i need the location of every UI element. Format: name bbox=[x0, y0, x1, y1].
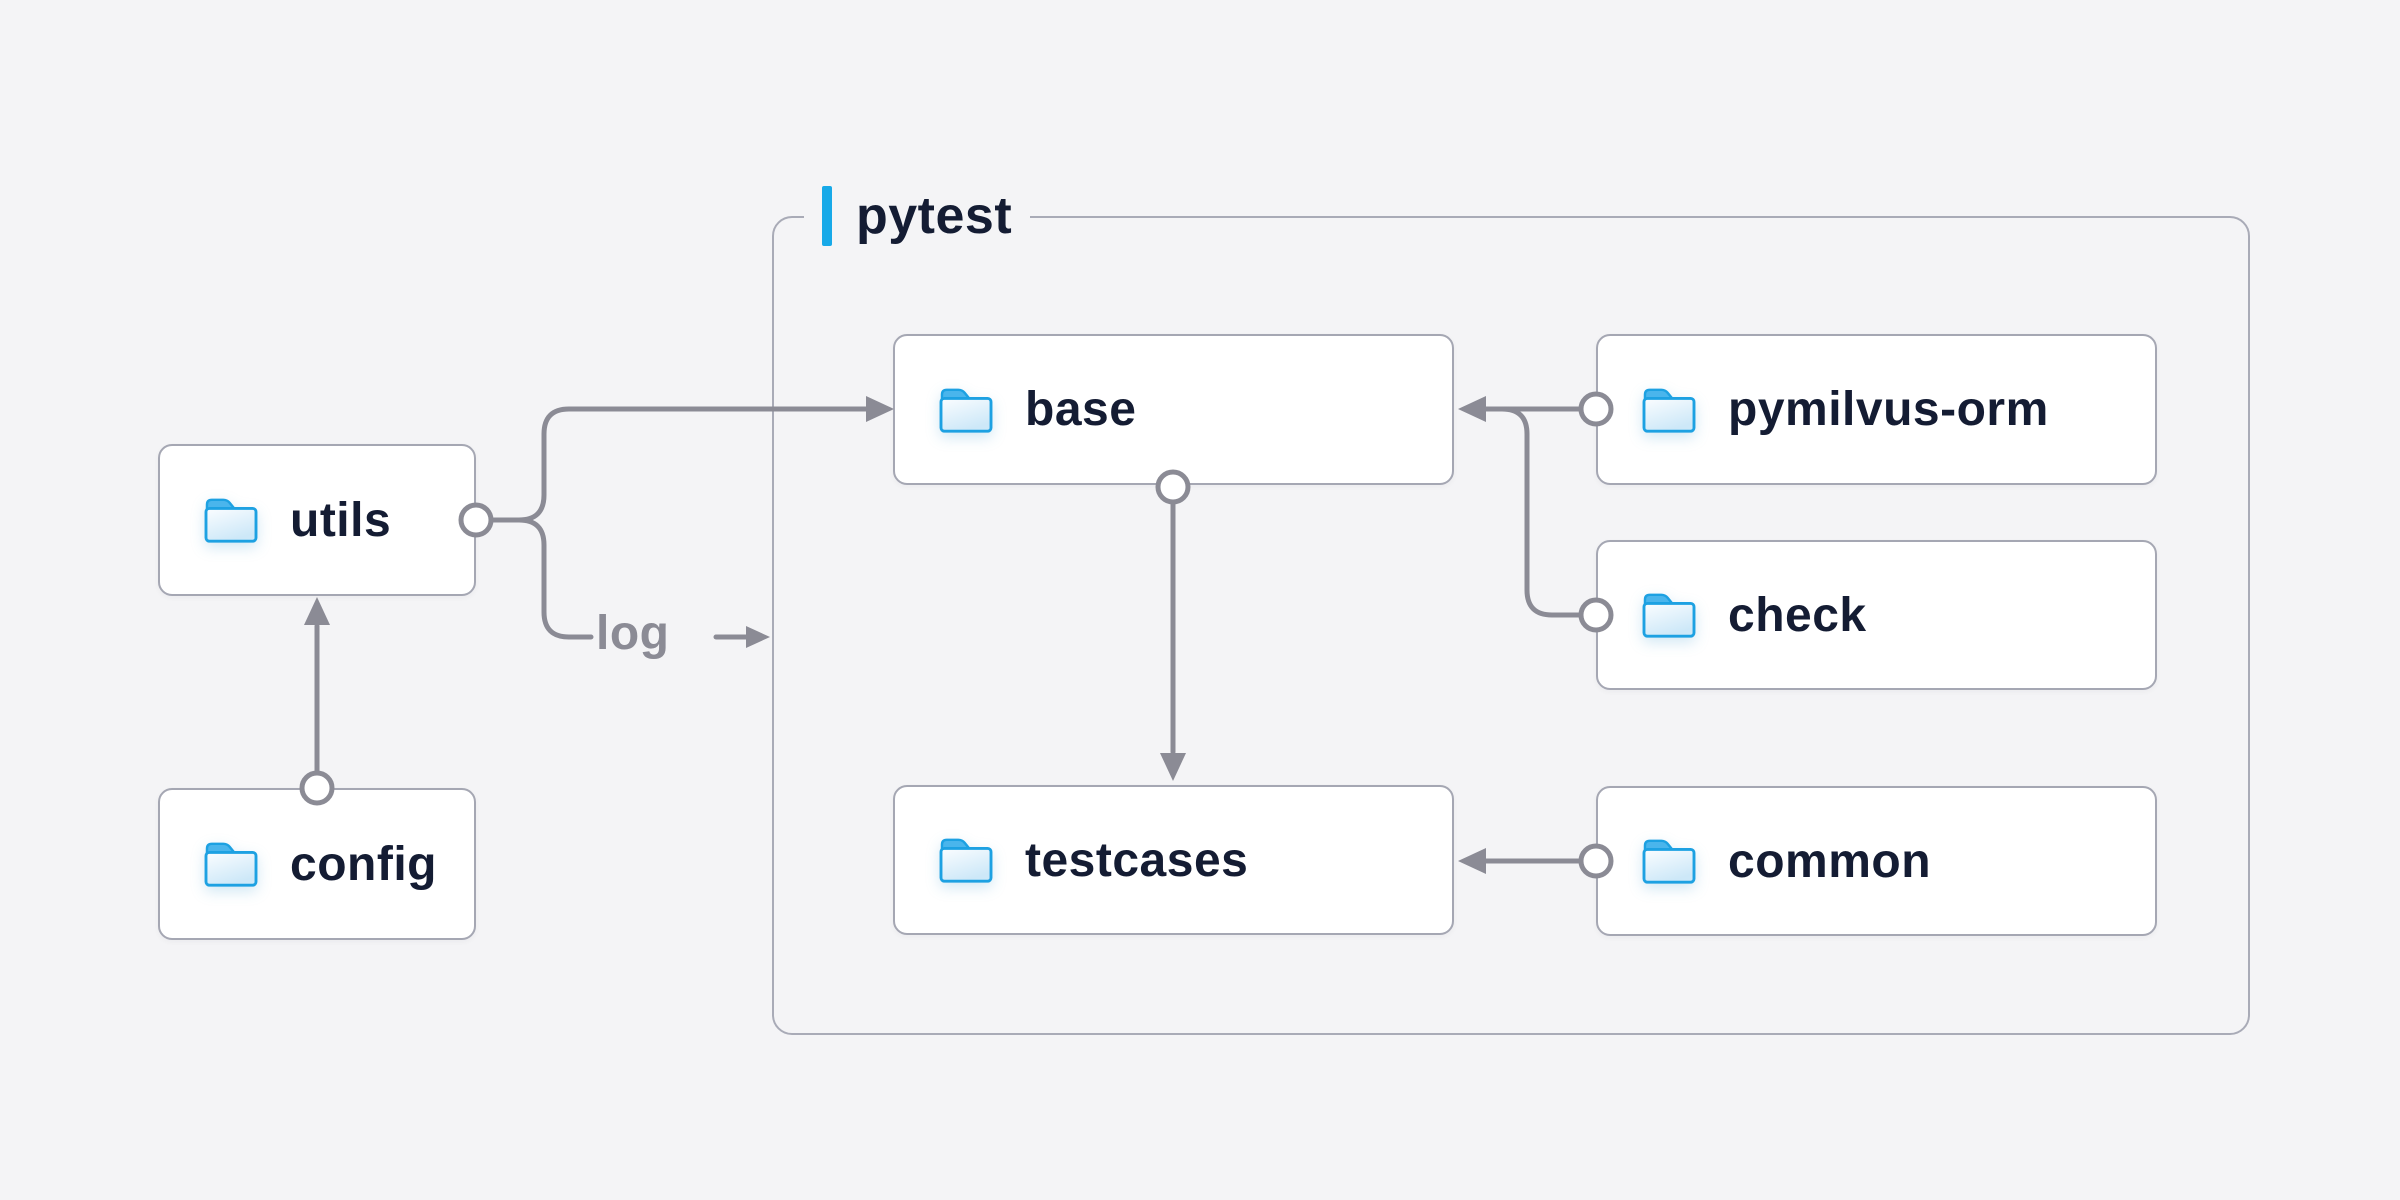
node-testcases: testcases bbox=[893, 785, 1454, 935]
node-check: check bbox=[1596, 540, 2157, 690]
node-common: common bbox=[1596, 786, 2157, 936]
node-label-common: common bbox=[1728, 834, 1932, 888]
node-utils: utils bbox=[158, 444, 476, 596]
accent-bar bbox=[822, 186, 832, 246]
node-label-utils: utils bbox=[290, 493, 392, 547]
node-label-testcases: testcases bbox=[1025, 833, 1249, 887]
node-label-pymilvus-orm: pymilvus-orm bbox=[1728, 383, 2049, 436]
node-label-config: config bbox=[290, 837, 437, 891]
pytest-group-title: pytest bbox=[856, 187, 1013, 245]
folder-icon bbox=[939, 388, 993, 433]
node-config: config bbox=[158, 788, 476, 940]
node-base: base bbox=[893, 334, 1454, 485]
pytest-group-label: pytest bbox=[804, 183, 1031, 249]
node-label-base: base bbox=[1025, 383, 1137, 436]
edge-config-to-utils bbox=[299, 597, 335, 806]
folder-icon bbox=[204, 842, 258, 887]
pytest-group-container bbox=[772, 216, 2250, 1035]
node-label-check: check bbox=[1728, 588, 1867, 642]
folder-icon bbox=[1642, 839, 1696, 884]
folder-icon bbox=[1642, 593, 1696, 638]
folder-icon bbox=[1642, 388, 1696, 433]
folder-icon bbox=[204, 498, 258, 543]
folder-icon bbox=[939, 838, 993, 883]
edge-label-log: log bbox=[596, 607, 670, 660]
node-pymilvus-orm: pymilvus-orm bbox=[1596, 334, 2157, 485]
